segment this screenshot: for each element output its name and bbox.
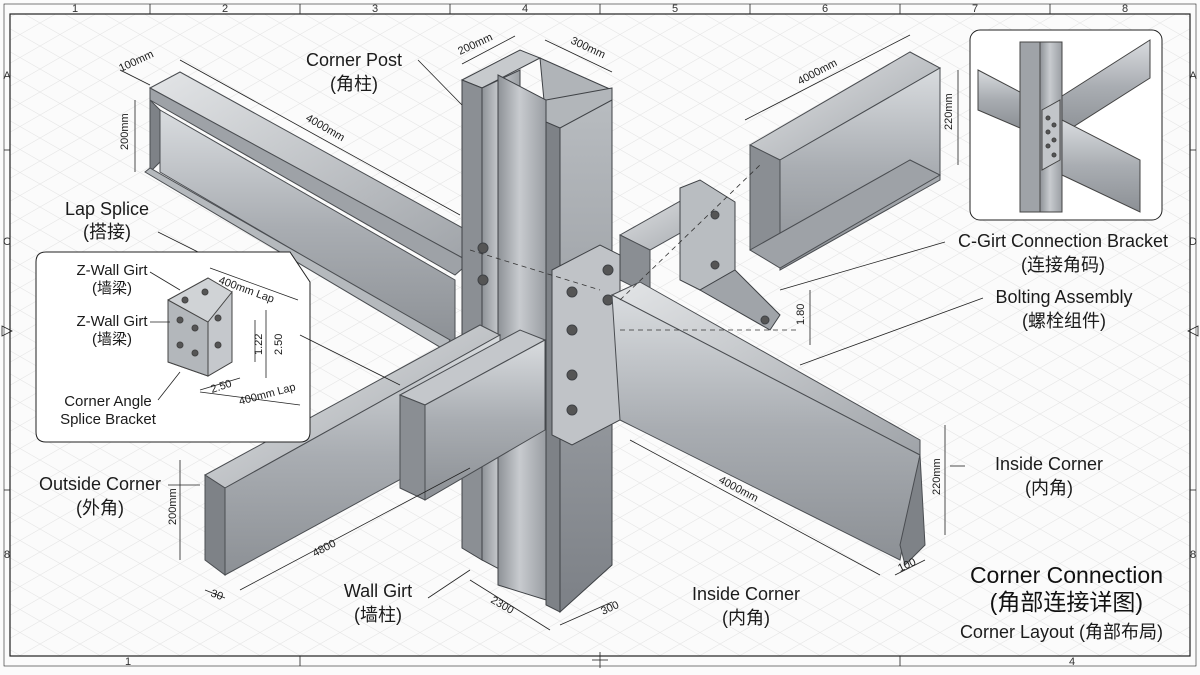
bolt-icon — [566, 286, 578, 298]
dimension-lines — [119, 34, 984, 631]
wall-girt-label-cn: (墙柱) — [354, 605, 402, 625]
bolt-icon — [566, 324, 578, 336]
c-girt-bracket-label-cn: (连接角码) — [1021, 255, 1105, 275]
dimension-2-50-vertical: 2.50 — [273, 334, 285, 355]
dim-200mm-outside: 200mm — [167, 488, 179, 525]
c-girt-bracket-label: C-Girt Connection Bracket — [958, 231, 1168, 251]
z-wall-girt-label-2-cn: (墙梁) — [92, 331, 132, 348]
bolt-icon — [602, 264, 614, 276]
inside-corner-bottom-label: Inside Corner — [692, 584, 800, 604]
lap-splice-inset: 400mm Lap 400mm Lap 1.22 2.50 2.50 Z-Wal… — [35, 251, 311, 443]
splice-bracket-label: Splice Bracket — [60, 411, 157, 428]
dim-1-80: 1.80 — [795, 304, 807, 325]
bolt-icon — [760, 315, 770, 325]
lap-splice-label: Lap Splice — [65, 199, 149, 219]
hidden-lines — [469, 164, 800, 331]
outside-corner-label-cn: (外角) — [76, 498, 124, 518]
drawing-subtitle: Corner Layout (角部布局) — [960, 622, 1163, 642]
corner-angle-label: Corner Angle — [64, 393, 152, 410]
grid-reference-labels: 1 2 3 4 5 6 7 8 1 4 A C 8 A D 8 — [3, 3, 1197, 668]
grid-row-label: A — [3, 70, 11, 82]
dimension-1-22: 1.22 — [253, 334, 265, 355]
dim-220mm-top: 220mm — [943, 93, 955, 130]
inside-corner-right-label: Inside Corner — [995, 454, 1103, 474]
grid-col-label: 3 — [372, 3, 378, 15]
detail-inset — [969, 29, 1163, 221]
bolt-icon — [602, 294, 614, 306]
bolt-icon — [566, 404, 578, 416]
bolt-icon — [566, 369, 578, 381]
grid-col-label: 6 — [822, 3, 828, 15]
drawing-border — [1, 3, 1199, 668]
c-girt-connection-bracket — [679, 179, 781, 331]
drawing-title: Corner Connection — [970, 562, 1163, 588]
grid-col-label: 2 — [222, 3, 228, 15]
grid-row-label: 8 — [1190, 549, 1196, 561]
grid-row-label: A — [1189, 70, 1197, 82]
bolt-icon — [710, 210, 720, 220]
grid-col-label: 1 — [72, 3, 78, 15]
grid-row-label: C — [3, 236, 11, 248]
drawing-title-cn: (角部连接详图) — [990, 589, 1143, 615]
z-wall-girt-label-1: Z-Wall Girt — [76, 262, 148, 279]
inside-corner-bottom-label-cn: (内角) — [722, 608, 770, 628]
grid-col-label: 7 — [972, 3, 978, 15]
dim-220mm-right: 220mm — [931, 458, 943, 495]
front-crossing-c-girt — [398, 329, 547, 501]
grid-col-label: 4 — [522, 3, 528, 15]
lap-splice-label-cn: (搭接) — [83, 222, 131, 242]
grid-col-label: 4 — [1069, 656, 1075, 668]
corner-angle-bracket-drawing — [167, 277, 233, 377]
corner-post-label-cn: (角柱) — [330, 74, 378, 94]
grid-row-label: D — [1189, 236, 1197, 248]
upper-left-c-girt — [144, 71, 471, 351]
inside-corner-c-girt — [610, 281, 926, 566]
right-top-c-girt — [748, 51, 942, 271]
bolt-icon — [477, 274, 489, 286]
bolt-icon — [710, 260, 720, 270]
bolting-assembly-label-cn: (螺栓组件) — [1022, 311, 1106, 331]
bolting-assembly-label: Bolting Assembly — [995, 287, 1132, 307]
title-block: Corner Connection (角部连接详图) Corner Layout… — [960, 562, 1163, 642]
inside-corner-right-label-cn: (内角) — [1025, 478, 1073, 498]
grid-col-label: 5 — [672, 3, 678, 15]
grid-col-label: 1 — [125, 656, 131, 668]
dim-30: 30 — [209, 588, 225, 603]
dim-200mm-left: 200mm — [119, 113, 131, 150]
grid-row-label: 8 — [4, 549, 10, 561]
wall-girt-label: Wall Girt — [344, 581, 412, 601]
corner-post-label: Corner Post — [306, 50, 402, 70]
outside-corner-label: Outside Corner — [39, 474, 161, 494]
z-wall-girt-label-2: Z-Wall Girt — [76, 313, 148, 330]
callout-labels: Corner Post (角柱) Lap Splice (搭接) Outside… — [39, 50, 1168, 628]
bolt-icon — [477, 242, 489, 254]
grid-col-label: 8 — [1122, 3, 1128, 15]
z-wall-girt-label-1-cn: (墙梁) — [92, 280, 132, 297]
